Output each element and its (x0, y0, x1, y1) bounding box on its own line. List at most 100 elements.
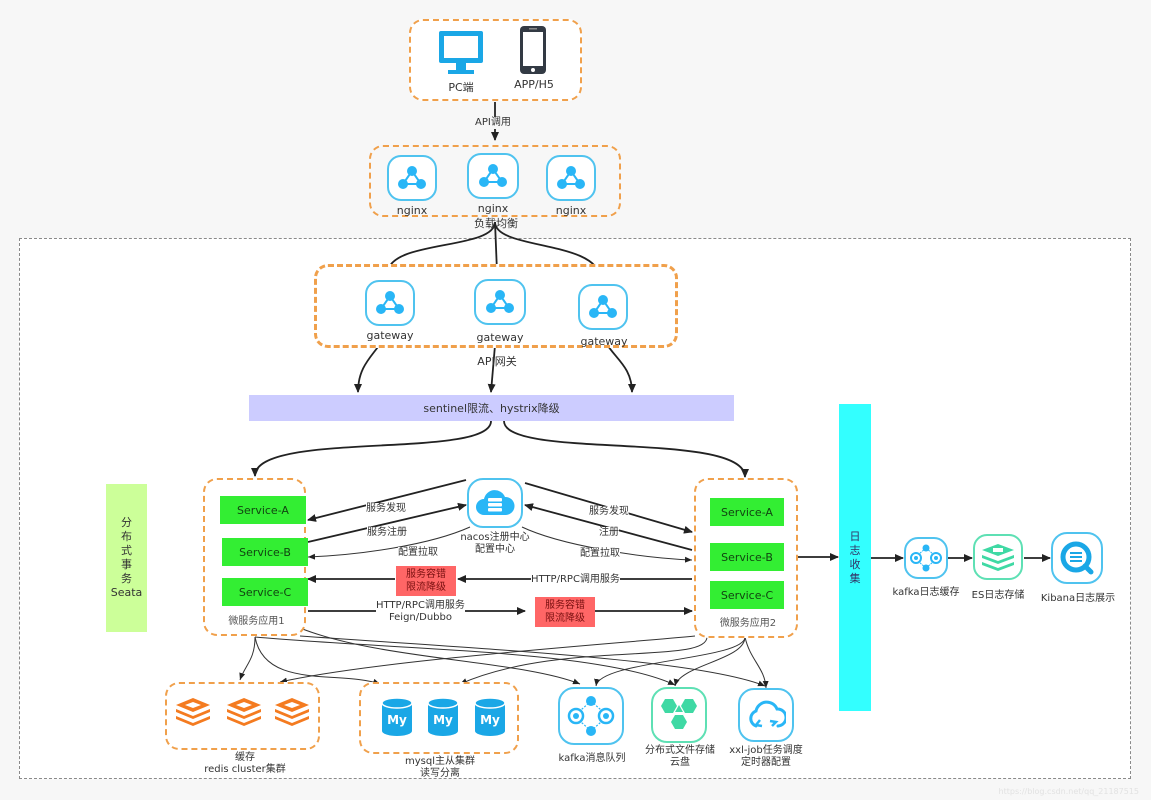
edge-service-register-left (307, 502, 467, 543)
nginx-tile-2[interactable] (467, 153, 519, 199)
redis-cluster-group (165, 682, 320, 750)
gateway-tile-1[interactable] (365, 280, 415, 326)
nginx-label-1: nginx (396, 204, 428, 217)
mysql-icon[interactable]: My (474, 697, 506, 741)
edge-label-http-rpc-left: HTTP/RPC调用服务 (531, 574, 620, 586)
cloud-storage-icon (661, 699, 697, 729)
ms2-service-c[interactable]: Service-C (710, 581, 784, 609)
kibana-log-display-tile[interactable] (1051, 532, 1103, 584)
redis-cluster-label: 缓存 redis cluster集群 (190, 752, 300, 776)
fault-line2: 限流降级 (545, 613, 585, 624)
mysql-icon[interactable]: My (427, 697, 459, 741)
ms1-caption: 微服务应用1 (228, 616, 285, 627)
seata-line: 务 (120, 572, 132, 585)
edge-ms2-kafka (594, 636, 746, 687)
mysql-icon[interactable]: My (381, 697, 413, 741)
gateway-label-3: gateway (580, 335, 628, 348)
fault-line1: 服务容错 (545, 600, 585, 611)
edge-label-api-call: API调用 (475, 117, 511, 129)
kibana-icon (1060, 541, 1094, 575)
log-collect-line: 志 (849, 543, 861, 557)
nginx-label-3: nginx (555, 204, 587, 217)
edge-config-pull-left (307, 526, 471, 560)
ms1-service-a[interactable]: Service-A (220, 496, 306, 524)
kafka-mq-label: kafka消息队列 (558, 753, 626, 764)
network-node-icon (479, 164, 507, 187)
kafka-icon (910, 544, 942, 572)
xxl-job-label-line2: 定时器配置 (741, 757, 791, 768)
seata-line: 布 (120, 530, 132, 543)
edge-ms2-redis (279, 635, 696, 684)
svg-text:My: My (387, 713, 407, 727)
gateway-group: gateway gateway gateway (314, 264, 678, 348)
gateway-tile-3[interactable] (578, 284, 628, 330)
edge-ms1-kafka (299, 627, 581, 685)
seata-line: Seata (110, 586, 143, 599)
edge-label-service-discovery-left: 服务发现 (366, 503, 406, 515)
network-node-icon (557, 166, 585, 189)
gateway-label-1: gateway (366, 329, 414, 342)
nginx-label-2: nginx (477, 202, 509, 215)
nginx-group: nginx nginx nginx (369, 145, 621, 217)
edge-ms2-xxl (744, 636, 769, 689)
log-collect-bar: 日 志 收 集 (839, 404, 871, 711)
edge-ms2-mysql (459, 636, 708, 685)
kafka-log-cache-tile[interactable] (904, 537, 948, 579)
file-storage-label-line2: 云盘 (670, 757, 690, 768)
edge-label-http-rpc-line1: HTTP/RPC调用服务 (376, 600, 465, 611)
edge-label-config-pull-right: 配置拉取 (580, 548, 620, 560)
elasticsearch-icon (982, 544, 1014, 571)
cloud-server-icon (476, 490, 515, 515)
es-log-storage-label: ES日志存储 (971, 590, 1025, 601)
xxl-job-tile[interactable] (738, 688, 794, 742)
gateway-caption: API网关 (477, 355, 517, 368)
network-node-icon (398, 166, 426, 189)
smartphone-icon (519, 25, 547, 79)
log-collect-line: 日 (849, 529, 861, 543)
nginx-tile-1[interactable] (387, 155, 437, 201)
edge-service-discovery-left (307, 479, 467, 522)
clients-group: PC端 APP/H5 (409, 19, 582, 101)
seata-line: 分 (120, 516, 132, 529)
edge-nginx-gateway-2 (492, 221, 501, 273)
edge-label-feign-dubbo: Feign/Dubbo (388, 612, 452, 623)
fault-tolerance-box-1: 服务容错限流降级 (396, 566, 456, 596)
redis-icon[interactable] (174, 696, 212, 730)
kafka-mq-tile[interactable] (558, 687, 624, 745)
redis-label-line1: 缓存 (235, 752, 255, 763)
kafka-icon (567, 696, 615, 736)
ms1-service-b[interactable]: Service-B (222, 538, 308, 566)
seata-distributed-transaction: 分 布 式 事 务 Seata (106, 484, 147, 632)
file-storage-label: 分布式文件存储 云盘 (635, 745, 725, 769)
ms2-service-a[interactable]: Service-A (710, 498, 784, 526)
edge-label-service-register-left: 服务注册 (367, 527, 407, 539)
kafka-log-cache-label: kafka日志缓存 (892, 587, 960, 598)
nacos-label-line2: 配置中心 (475, 544, 515, 555)
nginx-tile-3[interactable] (546, 155, 596, 201)
ms1-service-c[interactable]: Service-C (222, 578, 308, 606)
edge-nginx-gateway-1 (384, 221, 496, 273)
network-node-icon (376, 291, 404, 314)
mysql-label-line1: mysql主从集群 (405, 756, 475, 767)
watermark: https://blog.csdn.net/qq_21187515 (998, 787, 1139, 796)
log-collect-line: 收 (849, 557, 861, 571)
mysql-label-line2: 读写分离 (420, 768, 460, 779)
edge-ms1-xxl (299, 635, 766, 687)
redis-icon[interactable] (225, 696, 263, 730)
nacos-label: nacos注册中心 配置中心 (455, 532, 535, 556)
network-node-icon (486, 290, 514, 313)
es-log-storage-tile[interactable] (973, 534, 1023, 580)
redis-icon[interactable] (273, 696, 311, 730)
fault-tolerance-box-2: 服务容错限流降级 (535, 597, 595, 627)
edge-label-http-rpc-right: HTTP/RPC调用服务 Feign/Dubbo (376, 600, 465, 624)
edge-label-config-pull-left: 配置拉取 (398, 547, 438, 559)
nacos-tile[interactable] (467, 478, 523, 528)
gateway-tile-2[interactable] (474, 279, 526, 325)
xxl-job-label: xxl-job任务调度 定时器配置 (720, 745, 812, 769)
fault-line2: 限流降级 (406, 582, 446, 593)
redis-label-line2: redis cluster集群 (204, 764, 286, 775)
gateway-label-2: gateway (476, 331, 524, 344)
ms2-service-b[interactable]: Service-B (710, 543, 784, 571)
file-storage-tile[interactable] (651, 687, 707, 743)
fault-line1: 服务容错 (406, 569, 446, 580)
